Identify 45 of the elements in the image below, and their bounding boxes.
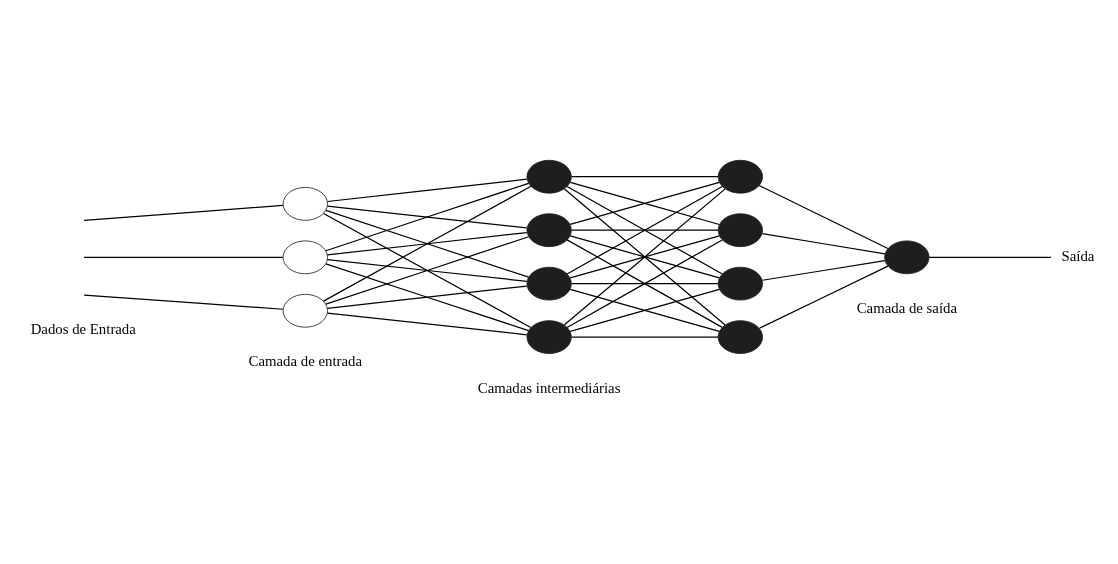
node-circle	[282, 293, 328, 328]
connector	[325, 236, 530, 305]
connector	[83, 256, 284, 258]
connector	[83, 204, 284, 221]
node-circle	[884, 240, 930, 275]
connector	[758, 184, 889, 250]
connector	[571, 229, 719, 231]
connector	[322, 185, 532, 302]
node-circle	[717, 266, 763, 301]
connector	[325, 263, 530, 332]
connector	[571, 283, 719, 285]
connector	[326, 205, 528, 229]
connector	[569, 181, 720, 226]
node-circle	[717, 213, 763, 248]
connector	[571, 336, 719, 338]
node-circle	[717, 159, 763, 194]
label: Camada de entrada	[248, 353, 362, 370]
connector	[761, 260, 886, 281]
connector	[563, 188, 726, 326]
connector	[325, 182, 530, 252]
connector	[326, 285, 528, 309]
connector	[326, 259, 528, 282]
connector	[569, 235, 720, 279]
connector	[566, 185, 723, 275]
node-circle	[282, 187, 328, 221]
connector	[326, 312, 528, 336]
connector	[326, 178, 528, 203]
label: Camada de saída	[856, 299, 957, 316]
node-circle	[526, 213, 572, 248]
node-circle	[282, 240, 328, 275]
label: Dados de Entrada	[30, 321, 136, 338]
connector	[322, 212, 532, 329]
connector	[761, 233, 886, 255]
connector	[928, 256, 1052, 258]
connector	[326, 232, 528, 256]
connector	[325, 209, 530, 278]
node-circle	[717, 320, 763, 354]
label: Camadas intermediárias	[477, 379, 621, 396]
node-circle	[526, 159, 572, 194]
node-circle	[526, 266, 572, 301]
connector	[758, 265, 889, 329]
node-circle	[526, 320, 572, 354]
connector	[83, 294, 284, 310]
node-text: Saída	[1061, 247, 1095, 264]
connector	[571, 176, 719, 178]
